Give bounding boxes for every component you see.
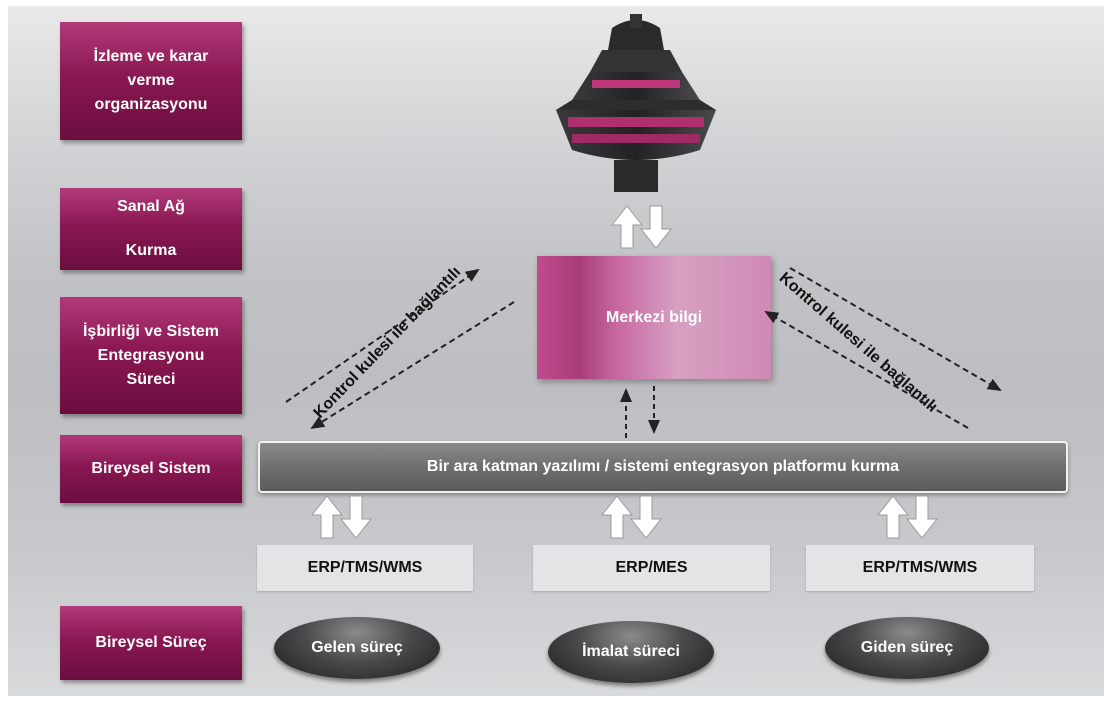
label-monitoring-organization: İzleme ve karar verme organizasyonu — [60, 22, 242, 140]
bidirectional-arrow-manufacturing — [600, 495, 663, 539]
system-label-outbound: ERP/TMS/WMS — [862, 559, 978, 576]
system-box-manufacturing: ERP/MES — [533, 545, 770, 591]
label-individual-system-text: Bireysel Sistem — [91, 460, 211, 477]
central-information-box: Merkezi bilgi — [537, 256, 771, 379]
dashed-arrow-left — [285, 268, 515, 430]
process-label-manufacturing: İmalat süreci — [582, 643, 680, 660]
label-individual-system: Bireysel Sistem — [60, 435, 242, 503]
label-monitoring-line1: İzleme ve karar — [93, 48, 209, 65]
bidirectional-arrow-outbound — [876, 495, 939, 539]
system-label-manufacturing: ERP/MES — [615, 559, 688, 576]
integration-platform-label: Bir ara katman yazılımı / sistemi entegr… — [426, 458, 900, 475]
bidirectional-arrow-inbound — [310, 495, 373, 539]
label-virtual-network-line1: Sanal Ağ — [117, 198, 185, 215]
control-tower-icon — [556, 14, 716, 192]
label-monitoring-line2: verme — [127, 72, 175, 89]
label-monitoring-line3: organizasyonu — [94, 96, 208, 113]
label-integration-line2: Entegrasyonu — [97, 346, 205, 364]
label-virtual-network-line2: Kurma — [125, 242, 177, 259]
process-ellipse-inbound: Gelen süreç — [274, 617, 440, 679]
process-label-outbound: Giden süreç — [860, 639, 954, 656]
process-label-inbound: Gelen süreç — [311, 639, 403, 656]
integration-platform-bar: Bir ara katman yazılımı / sistemi entegr… — [258, 441, 1068, 493]
label-integration-line1: İşbirliği ve Sistem — [82, 322, 220, 340]
bidirectional-arrow-tower — [610, 205, 673, 249]
process-ellipse-outbound: Giden süreç — [825, 617, 989, 679]
label-virtual-network: Sanal Ağ Kurma — [60, 188, 242, 270]
label-individual-process: Bireysel Süreç — [60, 606, 242, 680]
label-integration-process: İşbirliği ve Sistem Entegrasyonu Süreci — [60, 297, 242, 414]
process-ellipse-manufacturing: İmalat süreci — [548, 621, 714, 683]
system-box-inbound: ERP/TMS/WMS — [257, 545, 473, 591]
system-label-inbound: ERP/TMS/WMS — [307, 559, 423, 576]
central-information-label: Merkezi bilgi — [605, 308, 703, 326]
dashed-arrow-right — [764, 267, 1002, 429]
label-individual-process-text: Bireysel Süreç — [95, 634, 207, 651]
label-integration-line3: Süreci — [126, 370, 176, 388]
dashed-arrow-central-platform — [620, 386, 660, 438]
system-box-outbound: ERP/TMS/WMS — [806, 545, 1034, 591]
